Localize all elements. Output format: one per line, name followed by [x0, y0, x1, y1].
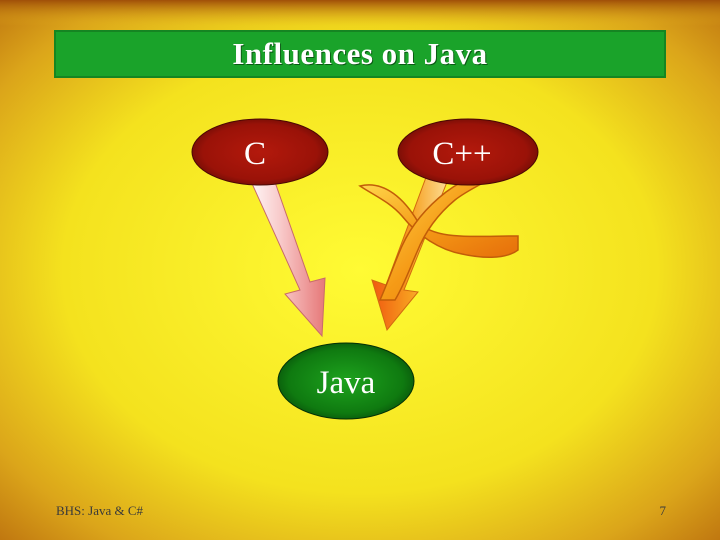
x-cross-shape-icon — [358, 169, 519, 301]
node-cpp: C++ — [397, 118, 539, 186]
slide-title: Influences on Java — [232, 36, 488, 71]
node-java-label: Java — [317, 365, 376, 401]
node-c: C — [191, 118, 329, 186]
arrow-c-to-java — [244, 164, 326, 338]
node-cpp-label: C++ — [432, 136, 491, 172]
node-c-label: C — [244, 136, 266, 172]
node-java: Java — [277, 342, 415, 420]
footer-page-number: 7 — [659, 503, 667, 518]
title-bar: Influences on Java — [54, 30, 666, 78]
footer-course-label: BHS: Java & C# — [56, 503, 144, 518]
